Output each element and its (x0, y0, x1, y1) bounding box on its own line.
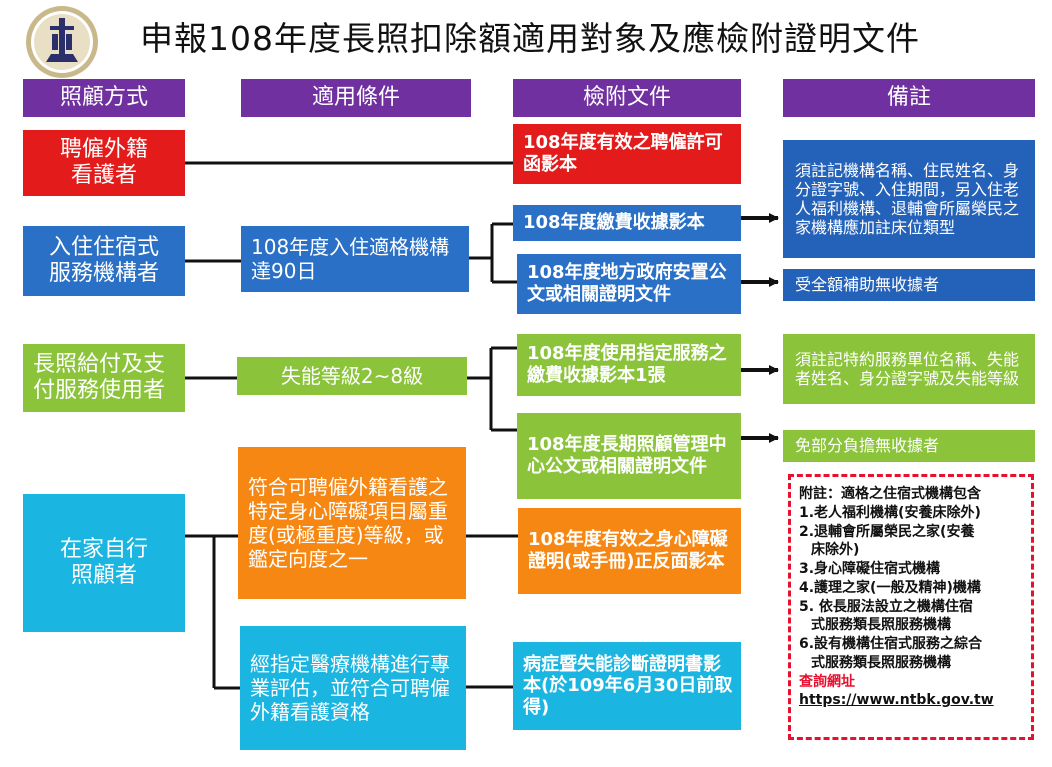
note-item: 4.護理之家(一般及精神)機構 (799, 579, 981, 596)
condition-medical-assessment: 經指定醫療機構進行專業評估，並符合可聘僱外籍看護資格 (240, 626, 466, 750)
header-document: 檢附文件 (513, 79, 741, 117)
remark-full-subsidy: 受全額補助無收據者 (783, 269, 1035, 301)
note-item: 2.退輔會所屬榮民之家(安養 (799, 523, 975, 540)
note-item: 3.身心障礙住宿式機構 (799, 561, 941, 577)
document-ltc-center: 108年度長期照顧管理中心公文或相關證明文件 (517, 413, 741, 499)
condition-disability-severe: 符合可聘僱外籍看護之特定身心障礙項目屬重度(或極重度)等級，或鑑定向度之一 (238, 447, 466, 599)
document-service-receipt: 108年度使用指定服務之繳費收據影本1張 (517, 334, 741, 396)
method-home-care: 在家自行 照顧者 (23, 494, 185, 632)
government-emblem-icon (26, 6, 98, 78)
header-condition: 適用條件 (241, 79, 471, 117)
remark-no-copay: 免部分負擔無收據者 (783, 430, 1035, 462)
condition-residential-90-days: 108年度入住適格機構達90日 (241, 226, 469, 292)
note-item: 1.老人福利機構(安養床除外) (799, 504, 981, 521)
header-method: 照顧方式 (23, 79, 185, 117)
note-item-continued: 床除外) (811, 542, 860, 559)
remark-service-unit-info: 須註記特約服務單位名稱、失能者姓名、身分證字號及失能等級 (783, 334, 1035, 404)
note-item-continued: 式服務類長照服務機構 (811, 617, 951, 634)
logo (24, 4, 100, 80)
lookup-url-link[interactable]: https://www.ntbk.gov.tw (799, 692, 994, 709)
document-employment-permit: 108年度有效之聘僱許可函影本 (513, 124, 741, 184)
document-disability-certificate: 108年度有效之身心障礙證明(或手冊)正反面影本 (518, 508, 741, 594)
note-item: 5. 依長服法設立之機構住宿 (799, 598, 973, 615)
method-foreign-caregiver: 聘僱外籍 看護者 (23, 130, 185, 196)
document-diagnosis-certificate: 病症暨失能診斷證明書影本(於109年6月30日前取得) (513, 642, 741, 730)
note-item-continued: 式服務類長照服務機構 (811, 654, 951, 671)
lookup-url-label: 查詢網址 (799, 673, 855, 690)
method-residential: 入住住宿式 服務機構者 (23, 226, 185, 296)
note-box: 附註：適格之住宿式機構包含 1.老人福利機構(安養床除外) 2.退輔會所屬榮民之… (788, 474, 1034, 740)
note-item: 6.設有機構住宿式服務之綜合 (799, 636, 983, 652)
page-title: 申報108年度長照扣除額適用對象及應檢附證明文件 (140, 19, 920, 58)
method-ltc-user: 長照給付及支付服務使用者 (23, 344, 185, 412)
document-fee-receipt: 108年度繳費收據影本 (513, 205, 741, 241)
remark-institution-info: 須註記機構名稱、住民姓名、身分證字號、入住期間，另入住老人福利機構、退輔會所屬榮… (783, 140, 1035, 258)
document-gov-placement: 108年度地方政府安置公文或相關證明文件 (517, 254, 741, 314)
note-heading: 附註：適格之住宿式機構包含 (799, 486, 981, 502)
header-remark: 備註 (783, 79, 1035, 117)
condition-disability-level: 失能等級2~8級 (237, 357, 467, 395)
